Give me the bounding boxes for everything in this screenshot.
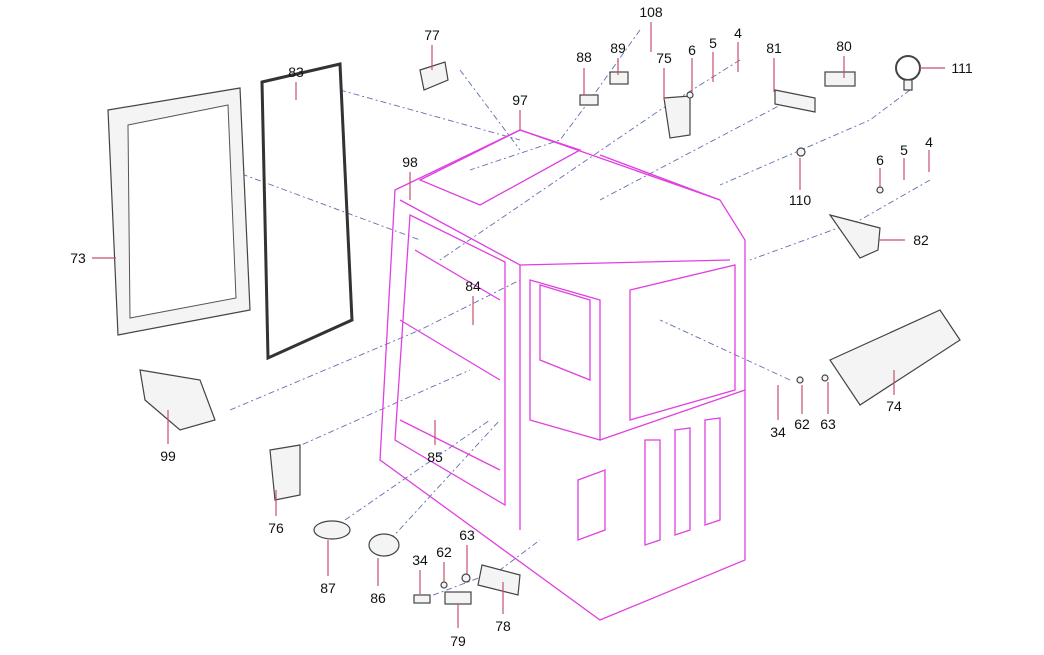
- callout-4: 4: [925, 134, 933, 150]
- callout-108: 108: [639, 4, 663, 20]
- door-assembly: [107, 62, 400, 557]
- callout-73: 73: [70, 250, 86, 266]
- callout-63: 63: [820, 416, 836, 432]
- callout-6: 6: [688, 42, 696, 58]
- callout-87: 87: [320, 580, 336, 596]
- cab-frame: [379, 129, 746, 621]
- callout-86: 86: [370, 590, 386, 606]
- callout-98: 98: [402, 154, 418, 170]
- callout-97: 97: [512, 92, 528, 108]
- callout-62: 62: [794, 416, 810, 432]
- callout-85: 85: [427, 449, 443, 465]
- callout-4: 4: [734, 25, 742, 41]
- callout-88: 88: [576, 49, 592, 65]
- callout-76: 76: [268, 520, 284, 536]
- callout-83: 83: [288, 64, 304, 80]
- callout-77: 77: [424, 27, 440, 43]
- callout-74: 74: [886, 398, 902, 414]
- leader-lines: [92, 22, 945, 628]
- callout-79: 79: [450, 633, 466, 649]
- callout-63: 63: [459, 527, 475, 543]
- callout-80: 80: [836, 38, 852, 54]
- callout-labels: 108 77 4 5 6 81 80 111 83 89 88 75 97 98…: [70, 4, 973, 649]
- callout-62: 62: [436, 544, 452, 560]
- callout-89: 89: [610, 40, 626, 56]
- callout-78: 78: [495, 618, 511, 634]
- callout-111: 111: [951, 60, 972, 76]
- callout-34: 34: [770, 424, 786, 440]
- callout-5: 5: [900, 142, 908, 158]
- callout-110: 110: [789, 192, 812, 208]
- callout-34: 34: [412, 552, 428, 568]
- callout-99: 99: [160, 448, 176, 464]
- callout-82: 82: [913, 232, 929, 248]
- callout-6: 6: [876, 152, 884, 168]
- callout-75: 75: [656, 50, 672, 66]
- callout-5: 5: [709, 35, 717, 51]
- hardware-parts: [413, 55, 961, 605]
- callout-81: 81: [766, 40, 782, 56]
- callout-84: 84: [465, 278, 481, 294]
